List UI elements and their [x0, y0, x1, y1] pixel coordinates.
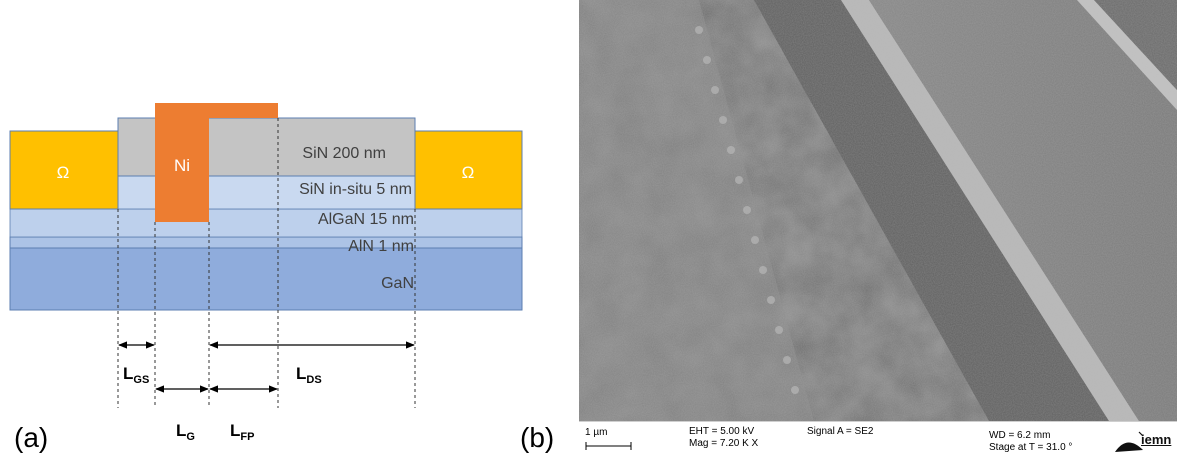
signal-readout: Signal A = SE2	[807, 426, 874, 437]
sin-passivation-label: SiN 200 nm	[302, 145, 386, 162]
ohmic-contact-left	[9, 130, 119, 210]
mag-readout: Mag = 7.20 K X	[689, 438, 759, 449]
ni-gate	[155, 103, 278, 222]
stage-readout: Stage at T = 31.0 °	[989, 442, 1073, 453]
ohmic-right-label: Ω	[462, 163, 475, 182]
wd-readout: WD = 6.2 mm	[989, 430, 1051, 441]
panel-a-label: (a)	[14, 422, 48, 453]
scale-bar	[585, 442, 632, 450]
gate-label: Ni	[174, 156, 190, 175]
lgs-label: LGS	[123, 364, 149, 386]
sem-image	[579, 0, 1177, 421]
panel-b-label: (b)	[520, 422, 554, 453]
lfp-label: LFP	[230, 421, 254, 443]
lds-label: LDS	[296, 364, 322, 386]
gan-label: GaN	[381, 275, 414, 292]
algan-layer	[9, 208, 523, 238]
dimension-arrows	[118, 341, 415, 393]
sin-insitu-label: SiN in-situ 5 nm	[299, 181, 412, 198]
device-cross-section: Ω Ω Ni SiN 200 nm SiN in-situ 5 nm AlGaN…	[9, 103, 523, 443]
lg-label: LG	[176, 421, 195, 443]
dimension-guides	[117, 118, 416, 408]
aln-layer	[9, 236, 523, 249]
sem-micrograph-panel: 1 µm EHT = 5.00 kV Mag = 7.20 K X Signal…	[579, 0, 1177, 457]
aln-label: AlN 1 nm	[348, 238, 414, 255]
scale-bar-label: 1 µm	[585, 427, 608, 438]
sem-info-bar: 1 µm EHT = 5.00 kV Mag = 7.20 K X Signal…	[579, 421, 1177, 457]
iemn-logo: iemn	[1113, 428, 1173, 454]
ohmic-left-label: Ω	[57, 163, 70, 182]
algan-label: AlGaN 15 nm	[318, 211, 414, 228]
eht-readout: EHT = 5.00 kV	[689, 426, 755, 437]
gan-layer	[9, 247, 523, 311]
ohmic-contact-right	[414, 130, 523, 210]
